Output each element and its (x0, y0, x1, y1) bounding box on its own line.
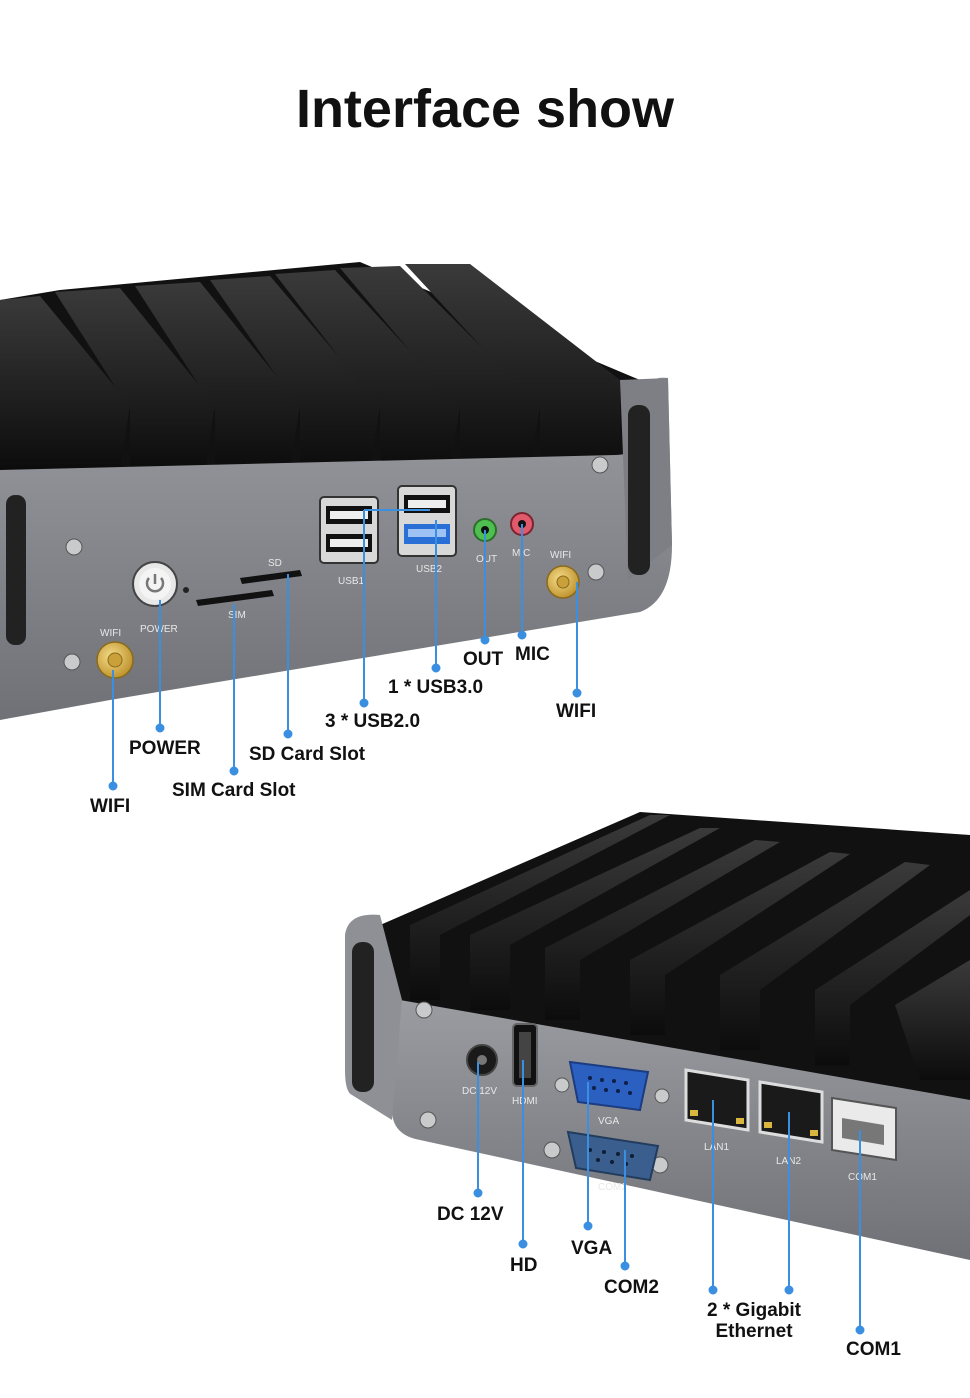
rear-device: DC 12V HDMI VGA COM2 LAN1 LAN2 COM1 (345, 812, 970, 1260)
front-left-vent-slot (6, 495, 26, 645)
sd-slot (240, 570, 302, 584)
front-screws (63, 456, 609, 671)
sim-slot (196, 590, 274, 606)
page-title: Interface show (295, 79, 675, 139)
silk-power: POWER (140, 624, 178, 635)
rear-vent-slot (352, 942, 374, 1092)
silk-dc: DC 12V (462, 1086, 497, 1097)
silk-out: OUT (476, 554, 497, 565)
rear-screws (415, 1001, 670, 1174)
lan1-port (684, 1068, 750, 1132)
front-heatsink-fins (0, 264, 620, 470)
label-dc: DC 12V (437, 1204, 504, 1225)
label-wifi-left: WIFI (90, 796, 131, 817)
com1-rj45-port (831, 1096, 897, 1162)
label-usb3: 1 * USB3.0 (388, 677, 484, 698)
silk-com1: COM1 (848, 1172, 877, 1183)
label-sim-slot: SIM Card Slot (172, 780, 296, 801)
silk-vga: VGA (598, 1116, 619, 1127)
silk-sd: SD (268, 558, 282, 569)
label-com1: COM1 (846, 1339, 901, 1360)
silk-wifi-left: WIFI (100, 628, 121, 639)
silk-lan1: LAN1 (704, 1142, 729, 1153)
label-mic: MIC (515, 644, 550, 665)
silk-usb1: USB1 (338, 576, 365, 587)
wifi-antenna-left (96, 641, 134, 679)
power-button (132, 561, 189, 607)
hdmi-port (512, 1023, 538, 1087)
label-sd-slot: SD Card Slot (249, 744, 366, 765)
label-wifi-right: WIFI (556, 701, 597, 722)
label-lan: 2 * Gigabit Ethernet (695, 1300, 813, 1342)
silk-hdmi: HDMI (512, 1096, 538, 1107)
silk-usb2: USB2 (416, 564, 443, 575)
callout-lines (108, 509, 865, 1335)
label-com2: COM2 (604, 1277, 659, 1298)
usb1-stack (319, 496, 379, 564)
label-lan-line1: 2 * Gigabit (707, 1300, 801, 1321)
wifi-antenna-right (546, 565, 580, 599)
vga-port (568, 1060, 650, 1112)
label-lan-line2: Ethernet (715, 1321, 793, 1342)
label-vga: VGA (571, 1238, 613, 1259)
front-vent-slot (628, 405, 650, 575)
silk-wifi-right: WIFI (550, 550, 571, 561)
usb2-stack (397, 485, 457, 557)
lan2-port (758, 1080, 824, 1144)
dc-jack (466, 1044, 498, 1076)
label-hd: HD (510, 1255, 538, 1276)
label-power: POWER (129, 738, 201, 759)
label-usb2: 3 * USB2.0 (325, 711, 421, 732)
silk-sim: SIM (228, 610, 246, 621)
label-out: OUT (463, 649, 504, 670)
rear-heatsink-fins (410, 815, 970, 1080)
front-device: WIFI POWER SIM SD USB1 USB2 OUT MIC WIFI (0, 262, 672, 720)
silk-com2: COM2 (598, 1182, 627, 1193)
